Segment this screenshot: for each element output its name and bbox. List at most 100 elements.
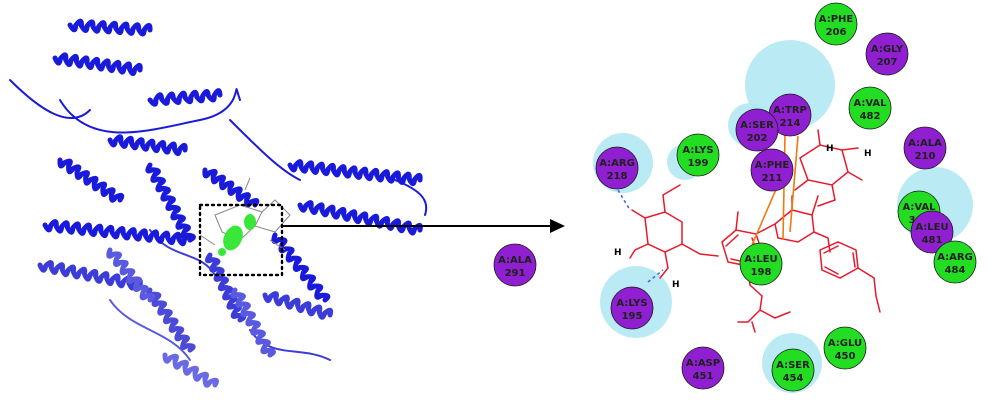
protein-helix [297,200,423,236]
ligand-bond [823,245,856,275]
residue-name: A:GLU [828,338,862,349]
residue-halo [745,40,835,130]
protein-loop [109,299,191,361]
protein-loop [59,88,241,134]
residue-circle [493,243,537,287]
protein-helix [230,287,276,358]
residue-name: A:PHE [819,14,854,25]
residue-circle [735,108,779,152]
residue-circle [676,133,720,177]
protein-helix [67,18,153,37]
residue-number: 211 [762,173,783,184]
zoom-arrow-head [550,219,565,233]
ligand-bond [737,284,791,333]
residue-nodes: A:PHE206A:GLY207A:TRP214A:SER202A:VAL482… [493,2,977,392]
residue-node: A:ALA 210 [903,126,947,170]
residue-name: A:TRP [773,105,807,116]
residue-number: 484 [945,265,966,276]
residue-name: A:ALA [908,138,942,149]
residue-node: A:SER 202 [735,108,779,152]
residue-name: A:VAL [853,98,887,109]
residue-node: A:PHE 206 [814,2,858,46]
residue-number: 450 [835,351,856,362]
residue-name: A:ALA [498,255,532,266]
protein-helix [52,52,143,77]
residue-circle [903,126,947,170]
residue-circle [739,242,783,286]
residue-name: A:SER [740,120,774,131]
residue-number: 198 [751,267,772,278]
residue-name: A:PHE [755,160,790,171]
residue-circle [610,286,654,330]
residue-node: A:PHE 211 [750,148,794,192]
residue-number: 206 [826,27,847,38]
residue-node: A:ASP 451 [681,346,725,390]
residue-circle [848,86,892,130]
hydrogen-atom-label: H [614,248,622,258]
residue-number: 218 [607,171,628,182]
residue-number: 214 [780,118,801,129]
ligand-green-blob [223,225,243,251]
protein-loop [229,119,301,181]
residue-node: A:LYS 199 [676,133,720,177]
residue-circle [865,32,909,76]
residue-name: A:LEU [744,254,777,265]
residue-circle [823,326,867,370]
residue-circle [910,210,954,254]
ligand-bond [819,241,859,279]
bound-ligand [199,177,291,256]
hbond-line [617,189,631,211]
residue-number: 482 [860,111,881,122]
hydrogen-bonds [617,189,664,283]
ligand-bond [629,184,719,279]
ligand-green-blob [244,214,256,230]
protein-helix [287,159,423,187]
residue-circle [933,240,977,284]
residue-node: A:ARG 218 [595,146,639,190]
residue-circle [814,2,858,46]
residue-name: A:ASP [686,358,720,369]
residue-name: A:VAL [902,202,936,213]
hydrogen-atom-label: H [672,280,680,290]
residue-name: A:LYS [682,145,713,156]
residue-node: A:LEU 198 [739,242,783,286]
hydrogen-atom-label: H [864,149,872,159]
protein-helix [204,252,247,323]
residue-circle [771,348,815,392]
residue-name: A:ARG [599,158,635,169]
protein-helix [37,260,143,291]
residue-name: A:LYS [616,298,647,309]
residue-node: A:VAL 482 [848,86,892,130]
residue-circle [750,148,794,192]
residue-name: A:SER [776,360,810,371]
residue-node: A:ARG 484 [933,240,977,284]
residue-circle [595,146,639,190]
protein-helix [106,247,156,303]
residue-number: 199 [688,158,709,169]
residue-number: 454 [783,373,804,384]
protein-helix [262,291,334,320]
residue-number: 451 [693,371,714,382]
residue-node: A:SER 454 [771,348,815,392]
atom-labels: H H H H [614,144,872,290]
residue-number: 291 [505,268,526,279]
residue-name: A:GLY [871,44,904,55]
residue-number: 210 [915,151,936,162]
residue-circle [681,346,725,390]
hydrogen-atom-label: H [826,144,834,154]
residue-number: 481 [922,235,943,246]
ligand-bond [794,129,863,207]
protein-helix [202,167,260,208]
residue-name: A:ARG [937,252,973,263]
residue-node: A:GLU 450 [823,326,867,370]
residue-node: A:TRP 214 [768,93,812,137]
protein-helix [107,134,188,157]
ligand-bond [774,209,815,243]
protein-helix [42,219,193,247]
residue-number: 202 [747,133,768,144]
